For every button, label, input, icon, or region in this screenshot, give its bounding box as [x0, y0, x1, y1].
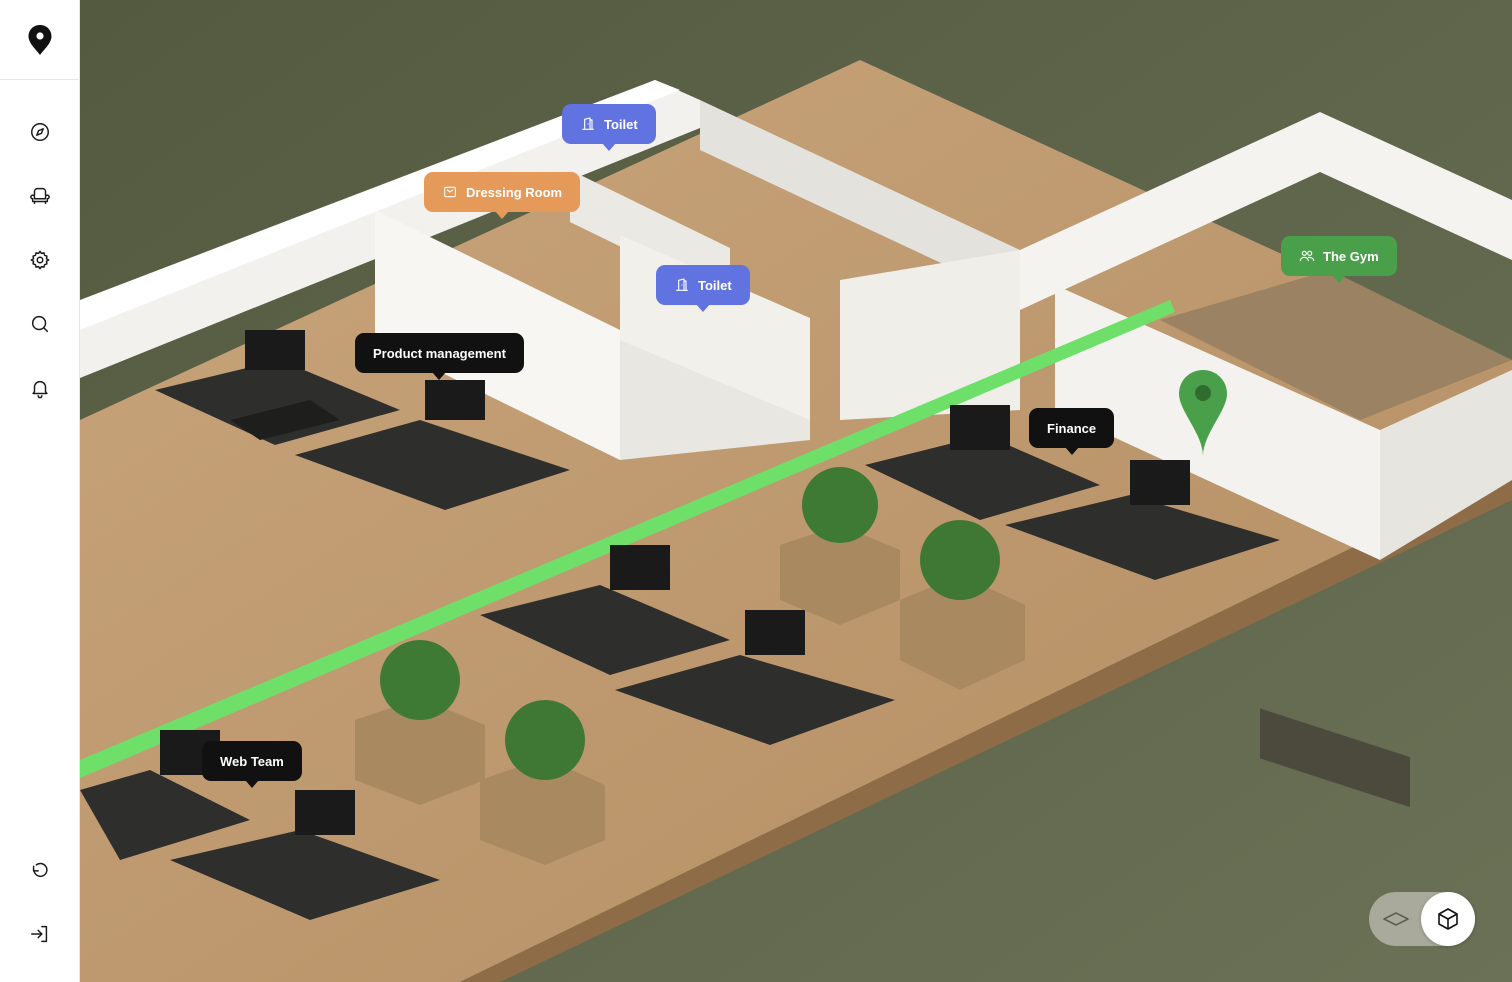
floor-edge	[460, 470, 1512, 982]
map-pin-icon	[28, 24, 52, 55]
room-wall-mid	[840, 250, 1020, 420]
compass-icon	[31, 123, 49, 141]
gym-equipment	[1260, 708, 1410, 808]
planters	[355, 467, 1025, 865]
cube-icon	[1438, 908, 1458, 930]
gym-location-pin	[1179, 370, 1227, 456]
label-text: Web Team	[220, 753, 284, 769]
label-product-management[interactable]: Product management	[355, 333, 524, 380]
wall-back-right	[700, 100, 1020, 300]
label-text: Toilet	[698, 277, 732, 293]
wall-top-left	[80, 80, 680, 330]
search-button[interactable]	[20, 304, 60, 344]
toilet-door-icon	[582, 117, 594, 130]
route-path	[80, 300, 1175, 778]
label-web-team[interactable]: Web Team	[202, 741, 302, 788]
people-icon	[1299, 250, 1315, 262]
login-icon	[31, 925, 48, 943]
sidebar	[0, 0, 80, 982]
view-mode-toggle[interactable]	[1369, 892, 1475, 946]
hanger-box-icon	[444, 186, 456, 198]
gym-wall-right	[1380, 370, 1512, 560]
floor-map[interactable]: Toilet Dressing Room Toilet The Gym Prod…	[80, 0, 1512, 982]
gear-icon	[30, 250, 50, 270]
label-text: Product management	[373, 345, 506, 361]
3d-view-button[interactable]	[1421, 892, 1475, 946]
armchair-icon	[30, 187, 50, 205]
desks-button[interactable]	[20, 176, 60, 216]
office-floor-scene	[80, 0, 1512, 982]
login-button[interactable]	[20, 914, 60, 954]
label-the-gym[interactable]: The Gym	[1281, 236, 1397, 283]
label-toilet-1[interactable]: Toilet	[562, 104, 656, 151]
2d-view-button[interactable]	[1369, 892, 1423, 946]
desk-cluster-finance	[865, 405, 1280, 580]
label-text: Dressing Room	[466, 184, 563, 200]
label-finance[interactable]: Finance	[1029, 408, 1115, 455]
toilet-door-icon	[676, 278, 688, 291]
explore-button[interactable]	[20, 112, 60, 152]
gym-wall-front	[1055, 285, 1380, 560]
desk-cluster-center	[480, 545, 895, 745]
desk-cluster-product	[155, 330, 570, 510]
label-text: Finance	[1047, 420, 1097, 436]
app-logo[interactable]	[0, 0, 80, 80]
label-text: Toilet	[604, 116, 638, 132]
gym-floor	[1160, 270, 1512, 420]
label-toilet-2[interactable]: Toilet	[656, 265, 750, 312]
notifications-button[interactable]	[20, 368, 60, 408]
desk-cluster-web	[80, 730, 440, 920]
wall-gym-back	[1020, 112, 1512, 310]
flat-plane-icon	[1383, 912, 1409, 926]
undo-icon	[32, 862, 48, 878]
search-icon	[31, 315, 49, 333]
label-text: The Gym	[1323, 248, 1379, 264]
settings-button[interactable]	[20, 240, 60, 280]
bell-icon	[32, 380, 48, 399]
label-dressing-room[interactable]: Dressing Room	[424, 172, 581, 219]
undo-button[interactable]	[20, 850, 60, 890]
